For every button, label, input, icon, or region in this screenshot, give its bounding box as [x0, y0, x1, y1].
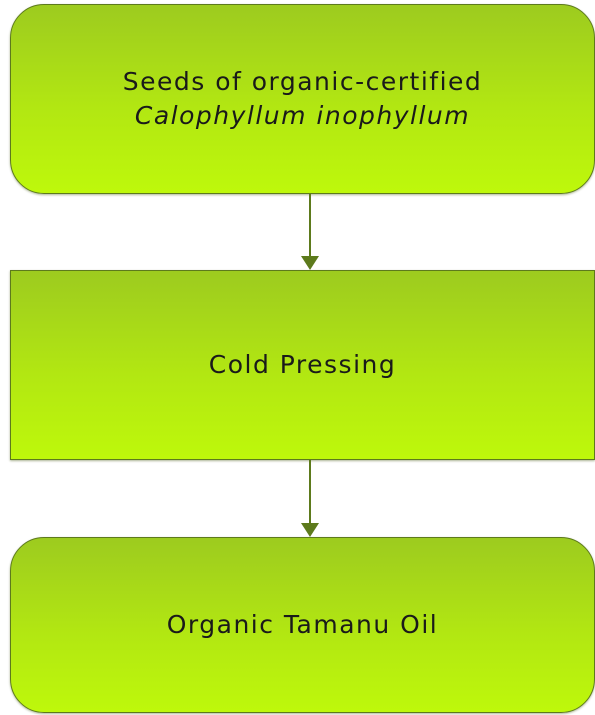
node-seeds-label-line1: Seeds of organic-certified	[122, 67, 483, 96]
edge-seeds-to-pressing-arrowhead	[301, 256, 319, 270]
node-seeds: Seeds of organic-certified Calophyllum i…	[10, 4, 595, 194]
node-cold-pressing: Cold Pressing	[10, 270, 595, 460]
node-seeds-label-line2: Calophyllum inophyllum	[134, 101, 471, 130]
edge-seeds-to-pressing-line	[309, 194, 311, 256]
node-organic-tamanu-oil: Organic Tamanu Oil	[10, 537, 595, 713]
node-organic-tamanu-oil-label: Organic Tamanu Oil	[166, 610, 439, 639]
node-cold-pressing-label: Cold Pressing	[208, 350, 397, 379]
edge-pressing-to-oil-arrowhead	[301, 523, 319, 537]
edge-pressing-to-oil-line	[309, 460, 311, 523]
